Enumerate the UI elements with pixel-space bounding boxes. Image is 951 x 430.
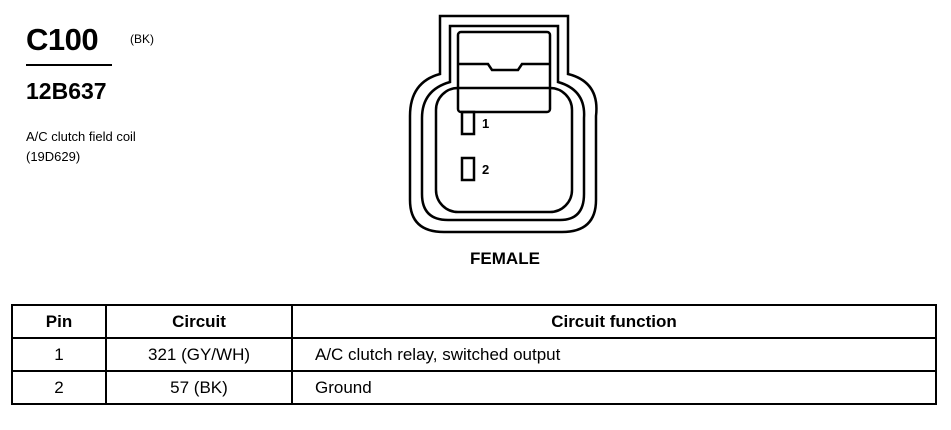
connector-id: C100 xyxy=(26,22,99,57)
component-part-number: (19D629) xyxy=(26,149,81,164)
pinout-table: Pin Circuit Circuit function 1 321 (GY/W… xyxy=(11,304,937,405)
housing-inner xyxy=(420,24,586,222)
cell-function: Ground xyxy=(291,370,937,405)
component-description: A/C clutch field coil xyxy=(26,129,136,144)
locking-tab-notch xyxy=(458,62,550,72)
view-label: FEMALE xyxy=(470,249,540,268)
table-row: 1 321 (GY/WH) A/C clutch relay, switched… xyxy=(11,337,937,372)
part-number: 12B637 xyxy=(26,78,107,104)
cell-pin: 2 xyxy=(11,370,107,405)
cell-circuit: 321 (GY/WH) xyxy=(105,337,293,372)
pin-cavity-2 xyxy=(460,156,476,182)
locking-tab xyxy=(456,30,552,114)
color-code: (BK) xyxy=(130,32,154,46)
pin-label-2: 2 xyxy=(482,162,489,177)
connector-face-diagram: 1 2 xyxy=(408,14,598,234)
pin-label-1: 1 xyxy=(482,116,489,131)
header-function: Circuit function xyxy=(291,304,937,339)
mating-face xyxy=(434,86,574,214)
cell-function: A/C clutch relay, switched output xyxy=(291,337,937,372)
cell-pin: 1 xyxy=(11,337,107,372)
id-underline xyxy=(26,64,112,66)
header-pin: Pin xyxy=(11,304,107,339)
header-circuit: Circuit xyxy=(105,304,293,339)
table-row: 2 57 (BK) Ground xyxy=(11,370,937,405)
housing-outer xyxy=(408,14,598,234)
pin-cavity-1 xyxy=(460,110,476,136)
cell-circuit: 57 (BK) xyxy=(105,370,293,405)
table-header-row: Pin Circuit Circuit function xyxy=(11,304,937,339)
